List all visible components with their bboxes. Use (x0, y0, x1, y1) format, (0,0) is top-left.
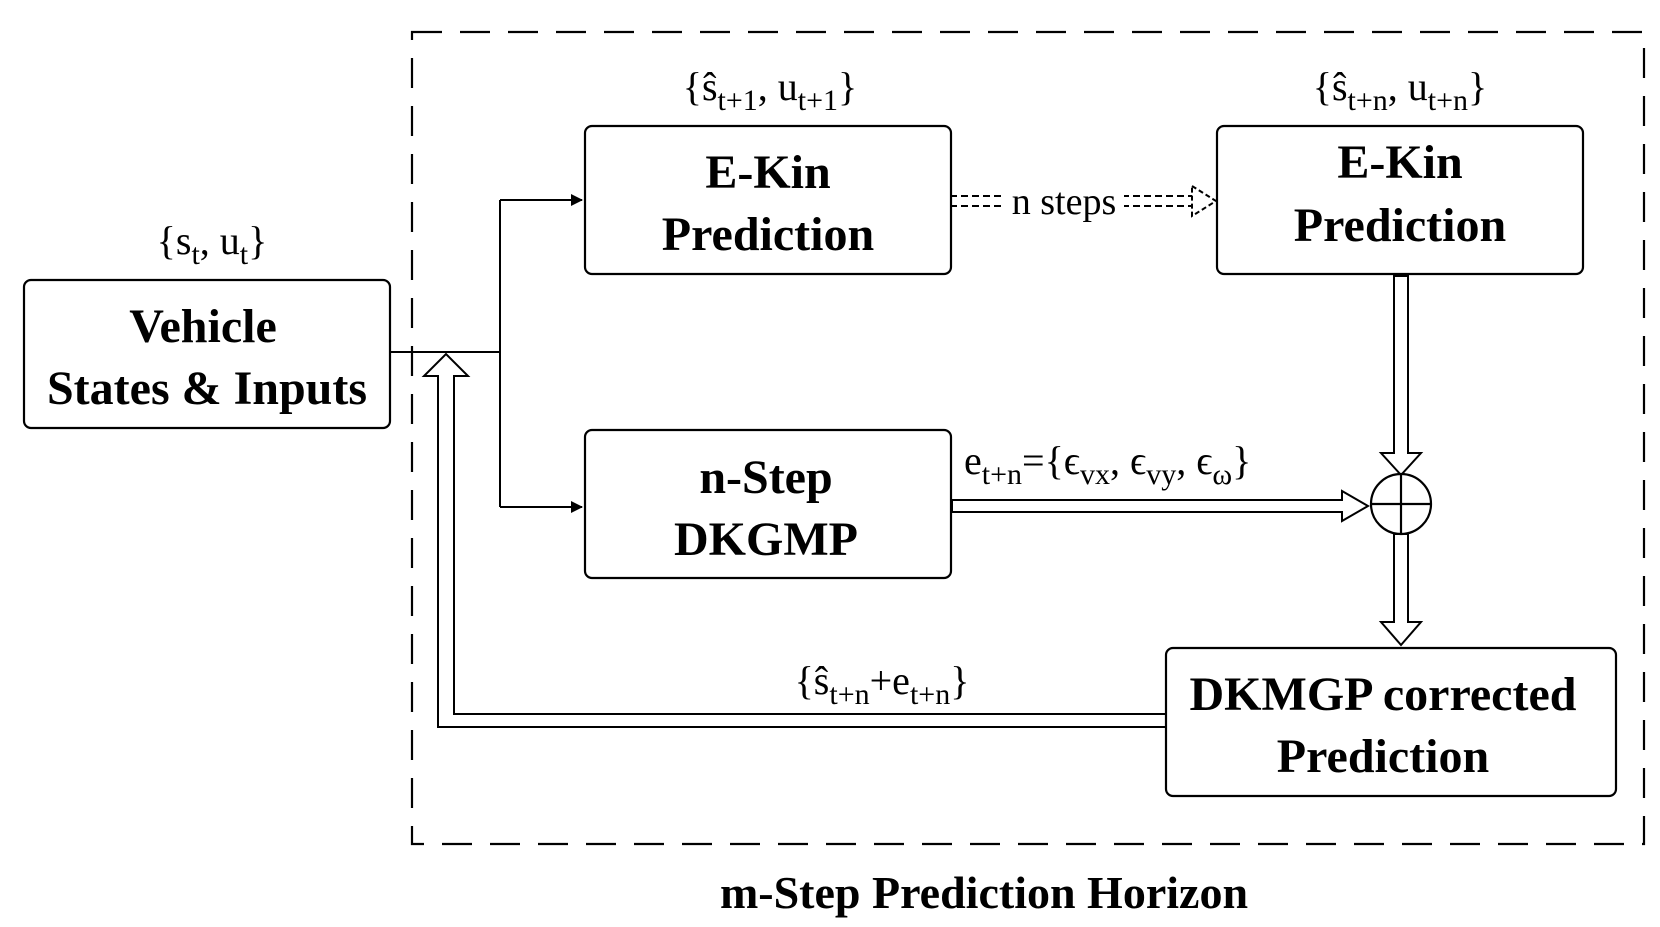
ekin-nth-line1: E-Kin (1337, 136, 1462, 189)
circle-plus-icon (1369, 472, 1433, 536)
error-label: et+n={ϵvx, ϵvy, ϵω} (964, 438, 1251, 491)
n-steps-label: n steps (1012, 181, 1117, 223)
nstep-line2: DKGMP (674, 513, 858, 566)
split-connector (390, 194, 583, 513)
error-to-sum-arrow (951, 489, 1371, 523)
vehicle-box-line1: Vehicle (129, 300, 277, 353)
diagram-caption: m-Step Prediction Horizon (720, 867, 1248, 918)
state-input-label: {st, ut} (157, 218, 268, 271)
corrected-line2: Prediction (1277, 730, 1489, 783)
feedback-arrow (421, 352, 1167, 728)
ekin-to-sum-arrow (1378, 275, 1424, 477)
ekin-nth-line2: Prediction (1294, 199, 1506, 252)
corrected-line1: DKMGP corrected (1190, 668, 1577, 721)
ekin-first-line1: E-Kin (705, 146, 830, 199)
ekin-first-box: E-Kin Prediction (583, 124, 953, 276)
sum-to-corrected-arrow (1378, 533, 1424, 647)
ekin-nth-box: E-Kin Prediction (1215, 124, 1585, 276)
ekin-nth-output-label: {ŝt+n, ut+n} (1313, 64, 1488, 117)
ekin-first-output-label: {ŝt+1, ut+1} (683, 64, 858, 117)
vehicle-box-line2: States & Inputs (47, 362, 367, 415)
prediction-horizon-frame (410, 30, 1646, 846)
feedback-label: {ŝt+n+et+n} (795, 658, 970, 711)
corrected-prediction-box: DKMGP corrected Prediction (1164, 646, 1618, 798)
vehicle-states-box: Vehicle States & Inputs (22, 278, 392, 430)
nstep-dkgmp-box: n-Step DKGMP (583, 428, 953, 580)
n-steps-arrow (950, 184, 1218, 218)
n-steps-label-bg (1004, 180, 1124, 220)
nstep-line1: n-Step (699, 451, 832, 504)
ekin-first-line2: Prediction (662, 208, 874, 261)
